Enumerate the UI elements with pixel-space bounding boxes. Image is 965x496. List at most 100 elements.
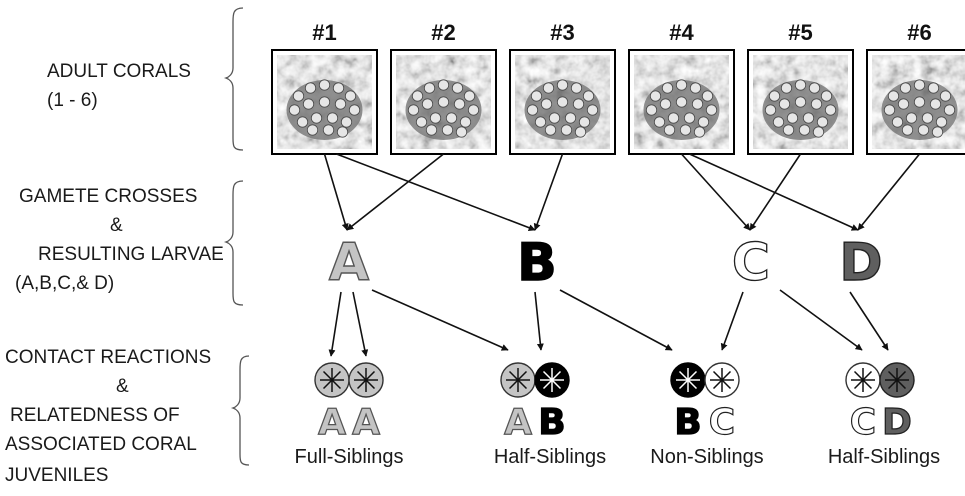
cross-arrow [346,153,444,231]
contact-label-line-3: RELATEDNESS OF [10,405,180,426]
coral-polyp [292,90,305,102]
relatedness-label: Half-Siblings [494,446,606,468]
coral-polyp [336,126,349,138]
coral-polyp [794,79,807,91]
coral-polyp [939,90,952,102]
coral-polyp [326,112,339,124]
coral-number-label: #1 [312,20,336,45]
coral-polyp [437,96,450,108]
coral-polyp [534,116,547,128]
coral-polyp [586,104,599,116]
coral-polyp [560,124,573,136]
contact-arrow [849,291,889,351]
coral-polyp [824,104,837,116]
coral-polyp [578,116,591,128]
coral-polyp [810,98,823,110]
coral-polyp [917,124,930,136]
coral-polyp [441,124,454,136]
coral-polyp [659,98,672,110]
coral-polyp [802,112,815,124]
coral-polyp [808,82,821,94]
coral-polyp [296,116,309,128]
coral-polyp [905,112,918,124]
coral-polyp [645,104,658,116]
coral-number-label: #5 [788,20,812,45]
adults-label-line-1: ADULT CORALS [47,61,191,82]
coral-polyp [772,116,785,128]
juvenile-letter-a: A [352,402,380,443]
relatedness-label: Half-Siblings [828,446,940,468]
contact-label-line-2: & [116,376,129,397]
coral-polyp [786,112,799,124]
contact-arrow [371,289,509,351]
coral-polyp [332,82,345,94]
coral-polyp [467,104,480,116]
crosses-label-line-4: (A,B,C,& D) [15,273,115,294]
coral-polyp [334,98,347,110]
contact-label-line-5: JUVENILES [5,465,109,486]
coral-polyp [322,124,335,136]
coral-polyp [891,116,904,128]
brace-adults [223,7,244,151]
coral-polyp [794,96,807,108]
coral-polyp [901,124,914,136]
coral-polyp [348,104,361,116]
juvenile-polyp-circle [500,362,536,398]
cross-arrow [689,153,859,231]
coral-polyp [897,98,910,110]
coral-polyp [429,112,442,124]
crosses-label-line-2: & [110,215,123,236]
contact-arrow [720,291,744,351]
juvenile-polyp-circle [314,362,350,398]
coral-polyp [913,96,926,108]
coral-polyp [899,82,912,94]
coral-polyp [913,79,926,91]
coral-polyp [310,112,323,124]
coral-polyp [411,90,424,102]
larva-b: B [517,233,557,293]
contact-label-line-1: CONTACT REACTIONS [5,347,212,368]
coral-polyp [697,116,710,128]
coral-polyp [415,116,428,128]
coral-polyp [453,98,466,110]
coral-polyp [663,124,676,136]
brace-crosses [223,180,244,306]
coral-polyp [667,112,680,124]
contact-arrow [559,289,673,351]
relatedness-label: Full-Siblings [295,446,404,468]
relatedness-label: Non-Siblings [650,446,763,468]
coral-polyp [423,82,436,94]
cross-arrow [680,153,751,231]
coral-number-label: #4 [669,20,694,45]
coral-polyp [306,124,319,136]
coral-polyp [943,104,956,116]
larva-a: A [329,233,369,293]
juvenile-letter-b: B [538,402,565,443]
coral-polyp [887,90,900,102]
coral-polyp [921,112,934,124]
adult-coral-6: #6 [866,20,965,155]
coral-number-label: #2 [431,20,455,45]
coral-polyp [931,126,944,138]
coral-polyp [812,126,825,138]
coral-polyp [691,98,704,110]
contact-arrow [328,291,342,357]
coral-polyp [540,98,553,110]
coral-polyp [820,90,833,102]
coral-polyp [463,90,476,102]
coral-polyp [318,96,331,108]
coral-polyp [437,79,450,91]
coral-polyp [661,82,674,94]
juvenile-letter-a: A [318,402,346,443]
coral-polyp [340,116,353,128]
juvenile-letter-a: A [504,402,532,443]
coral-polyp [556,96,569,108]
coral-polyp [526,104,539,116]
juvenile-letter-b: B [674,402,701,443]
coral-polyp [556,79,569,91]
coral-polyp [459,116,472,128]
